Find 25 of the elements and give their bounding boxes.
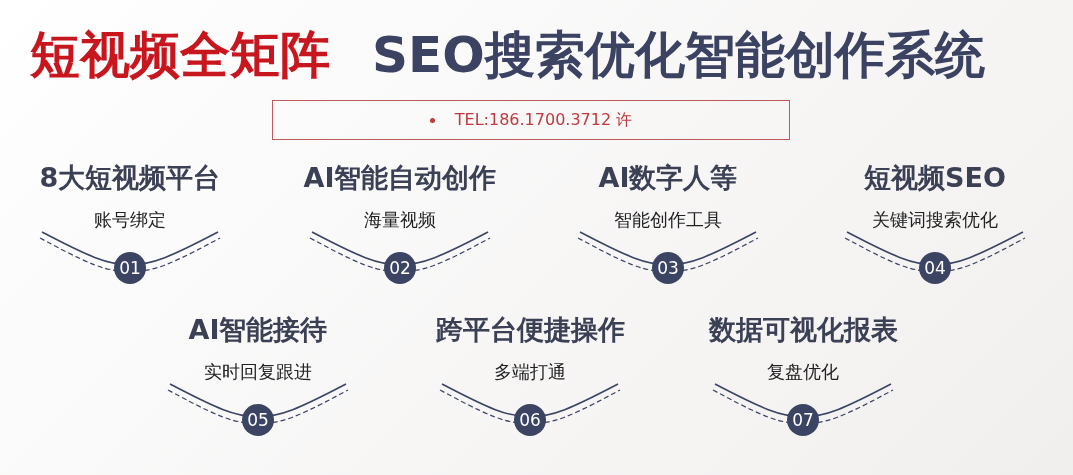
item-subtitle: 智能创作工具 — [613, 208, 723, 232]
number-circle: 01 — [114, 252, 146, 284]
item-heading: AI智能接待 — [187, 313, 329, 347]
item-subtitle: 多端打通 — [493, 360, 567, 384]
item-subtitle: 关键词搜索优化 — [871, 208, 999, 232]
number-circle: 04 — [919, 252, 951, 284]
item-heading: 短视频SEO — [863, 161, 1007, 195]
item-heading: 跨平台便捷操作 — [434, 313, 626, 347]
number-circle: 07 — [787, 404, 819, 436]
item-heading: AI智能自动创作 — [302, 161, 498, 195]
number-circle: 06 — [514, 404, 546, 436]
item-heading: 8大短视频平台 — [38, 161, 222, 195]
number-circle: 02 — [384, 252, 416, 284]
item-subtitle: 实时回复跟进 — [203, 360, 313, 384]
item-heading: AI数字人等 — [597, 161, 739, 195]
number-circle: 05 — [242, 404, 274, 436]
title-text: 短视频全矩阵 — [30, 28, 330, 83]
item-subtitle: 海量视频 — [363, 208, 437, 232]
contact-box — [272, 100, 790, 140]
item-subtitle: 账号绑定 — [93, 208, 167, 232]
title-text: SEO搜索优化智能创作系统 — [372, 28, 985, 83]
phone-text: TEL:186.1700.3712 许 — [454, 109, 633, 131]
number-circle: 03 — [652, 252, 684, 284]
item-subtitle: 复盘优化 — [766, 360, 840, 384]
item-heading: 数据可视化报表 — [707, 313, 899, 347]
